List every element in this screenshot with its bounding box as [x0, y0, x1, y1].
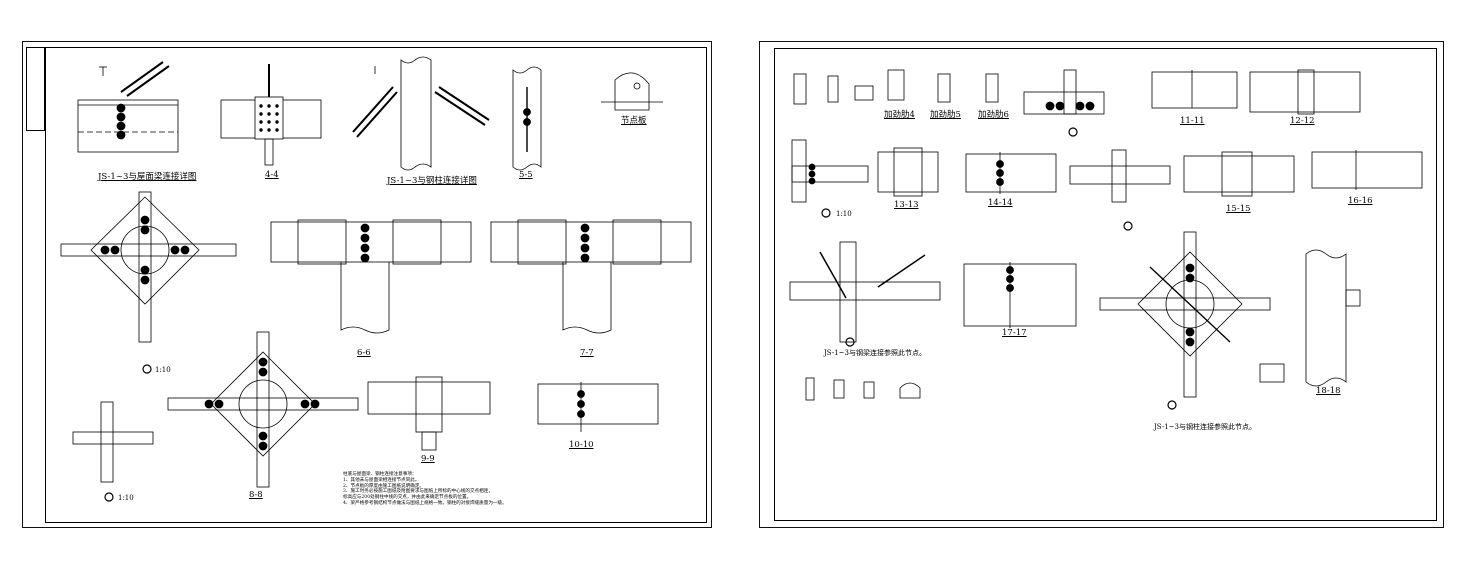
left-sheet-drawings — [60, 56, 692, 502]
detail-4-4 — [220, 64, 322, 166]
label-15-15: 15-15 — [1226, 204, 1251, 214]
detail-9-9 — [367, 376, 491, 451]
note-line: 1、其他未与屋面梁相连接节点同此。 — [343, 477, 420, 483]
label-14-14: 14-14 — [988, 198, 1013, 208]
note-line: 3、施工时务必按施工图纸及附图要求与图纸上所标的中心线的交点相连， — [343, 489, 493, 495]
label-12-12: 12-12 — [1290, 116, 1315, 126]
detail-7-7 — [490, 219, 692, 334]
inner-frame-left — [45, 47, 707, 523]
label-9-9: 9-9 — [421, 454, 435, 464]
drawing-sheet-right: 加劲肋4 加劲肋5 加劲肋6 11-11 12-12 13-13 14-14 1… — [759, 41, 1444, 528]
label-brace-to-beam: JS-1~3与屋面梁连接详图 — [98, 172, 197, 182]
drawing-sheet-left: JS-1~3与屋面梁连接详图 4-4 JS-1~3与钢柱连接详图 5-5 节点板… — [22, 41, 712, 528]
label-stiffener-5: 加劲肋5 — [930, 110, 961, 120]
detail-top-joint-a — [1023, 69, 1105, 137]
label-stiffener-4: 加劲肋4 — [884, 110, 915, 120]
label-6-6: 6-6 — [357, 348, 371, 358]
detail-13-13 — [877, 147, 939, 197]
detail-16-16 — [1311, 150, 1423, 190]
label-18-18: 18-18 — [1316, 386, 1341, 396]
detail-cross-joint-right — [1099, 231, 1271, 410]
detail-15-15 — [1183, 151, 1295, 197]
label-gusset: 节点板 — [621, 116, 647, 126]
detail-17-17 — [963, 262, 1077, 328]
detail-brace-to-column — [352, 56, 490, 171]
inner-frame-right — [774, 48, 1437, 521]
detail-joint-b — [1069, 149, 1171, 231]
label-4-4: 4-4 — [265, 170, 279, 180]
label-17-17: 17-17 — [1002, 328, 1027, 338]
detail-column-side — [791, 139, 869, 218]
detail-small-cross — [72, 401, 154, 502]
label-11-11: 11-11 — [1180, 116, 1205, 126]
detail-18-18 — [1305, 249, 1361, 387]
detail-gusset — [601, 72, 663, 111]
detail-small-parts — [805, 363, 1285, 401]
detail-brace-joint-right — [789, 241, 941, 347]
label-16-16: 16-16 — [1348, 196, 1373, 206]
construction-notes-left: 柱底与屋面梁、钢柱连接注意事项： 1、其他未与屋面梁相连接节点同此。 2、节点板… — [343, 472, 507, 507]
label-stiffener-6: 加劲肋6 — [978, 110, 1009, 120]
detail-stiffeners — [793, 69, 999, 105]
detail-10-10 — [537, 382, 659, 432]
note-beam-connection: JS-1~3与钢梁连接参照此节点。 — [824, 349, 926, 357]
label-10-10: 10-10 — [569, 440, 594, 450]
note-line: 4、梁严格参考钢结构节点做法与图纸上规格一致。钢柱的对接焊缝质量为一级。 — [343, 500, 507, 506]
detail-5-5 — [512, 66, 542, 171]
title-strip — [26, 47, 45, 131]
note-line: 柱底与屋面梁、钢柱连接注意事项： — [343, 472, 417, 477]
label-5-5: 5-5 — [519, 170, 533, 180]
detail-brace-to-beam — [77, 61, 179, 153]
detail-12-12 — [1249, 69, 1361, 115]
note-column-connection: JS-1~3与钢柱连接参照此节点。 — [1154, 423, 1256, 431]
label-7-7: 7-7 — [580, 348, 594, 358]
detail-6-6 — [270, 219, 472, 334]
note-line: 2、节点板的厚度由施工图纸说明确定。 — [343, 483, 425, 489]
scale-label-cross: 1:10 — [155, 366, 171, 374]
label-8-8: 8-8 — [249, 490, 263, 500]
label-brace-to-column: JS-1~3与钢柱连接详图 — [387, 176, 477, 186]
detail-14-14 — [965, 152, 1057, 194]
detail-8-8 — [167, 331, 359, 488]
detail-cross-joint-left — [60, 191, 237, 374]
right-sheet-drawings — [789, 69, 1423, 410]
label-13-13: 13-13 — [894, 200, 919, 210]
scale-label-small-cross: 1:10 — [118, 494, 134, 502]
note-line: 标高应与200处钢柱中线的交点，并由此来确定节点板的位置。 — [343, 495, 472, 501]
scale-label-right: 1:10 — [836, 210, 852, 218]
detail-11-11 — [1151, 70, 1238, 109]
